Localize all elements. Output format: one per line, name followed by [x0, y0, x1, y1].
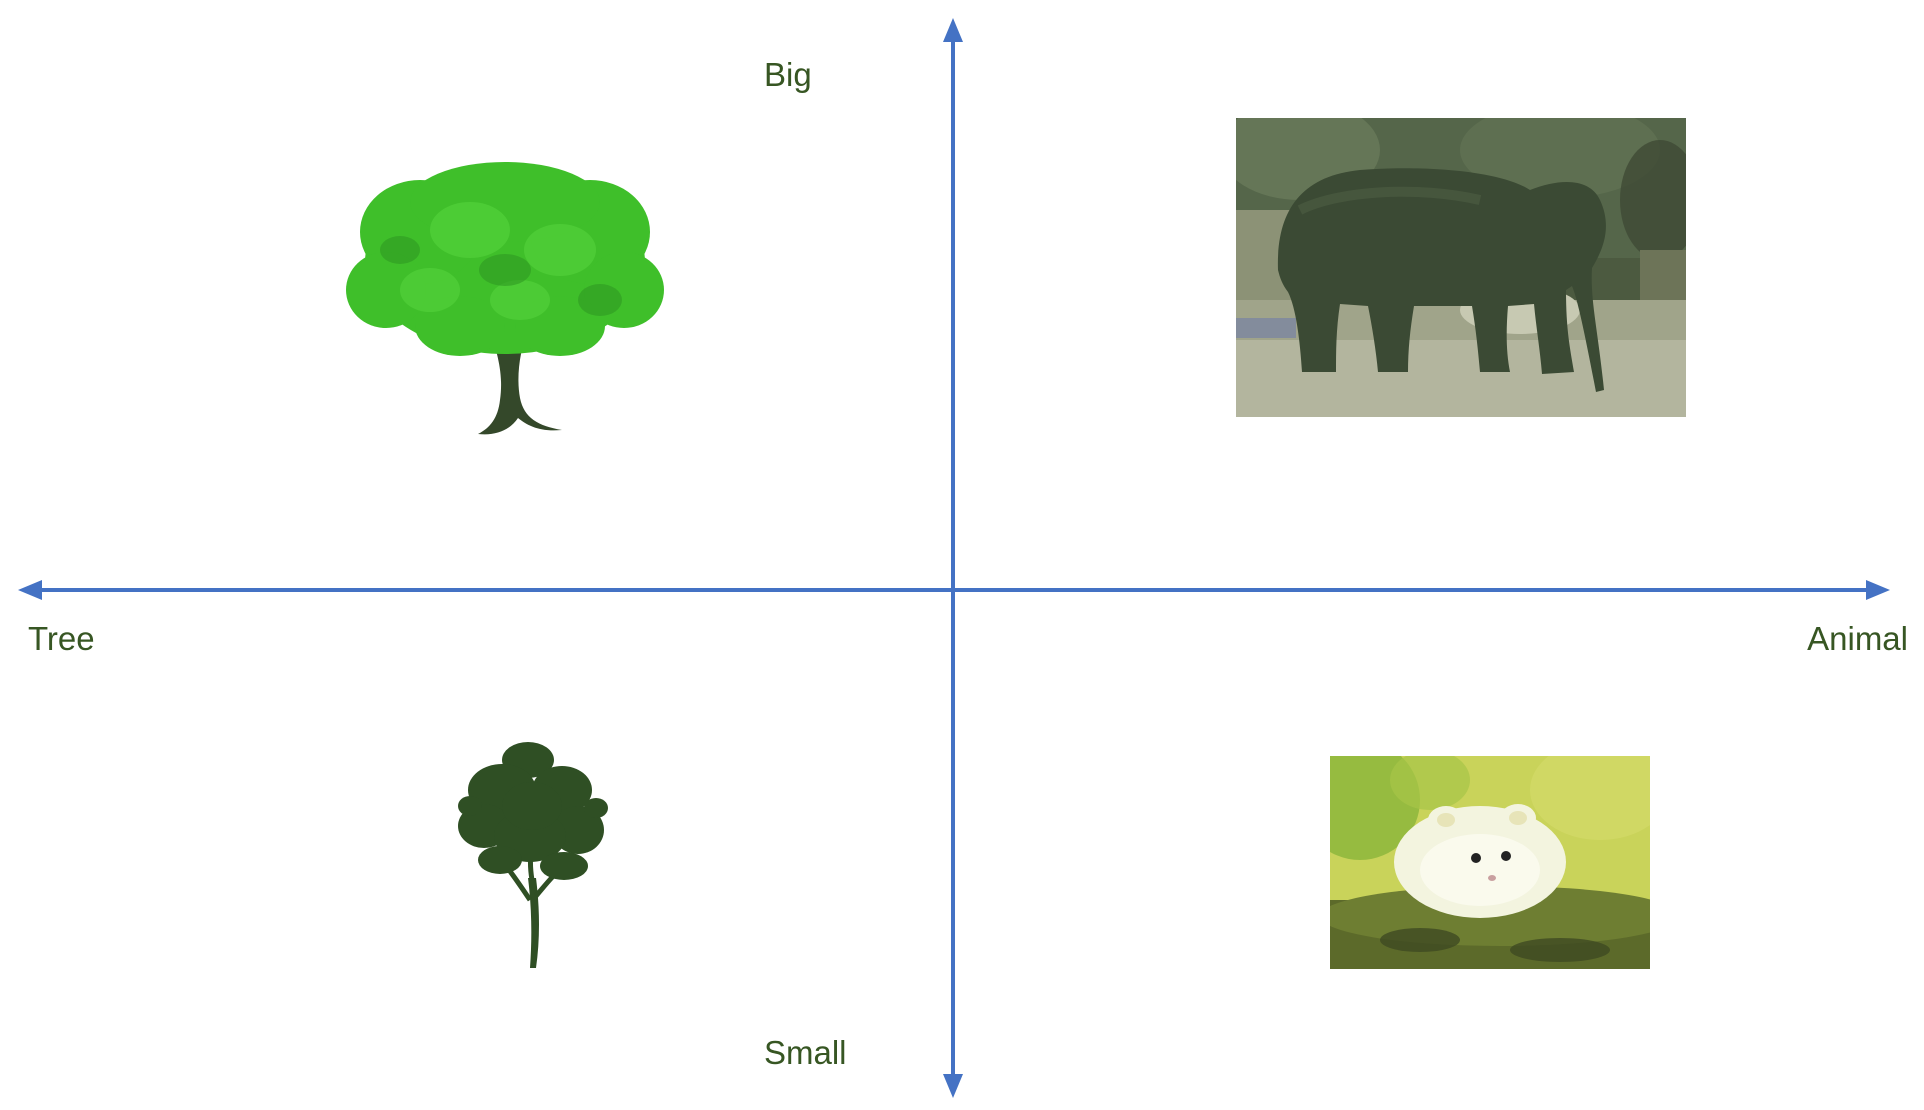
horizontal-axis: [18, 580, 1890, 600]
vertical-axis-up-arrowhead: [943, 18, 963, 42]
horizontal-axis-right-arrowhead: [1866, 580, 1890, 600]
axis-label-big: Big: [764, 56, 812, 93]
axis-label-small: Small: [764, 1034, 847, 1071]
axis-label-tree: Tree: [28, 620, 95, 657]
horizontal-axis-left-arrowhead: [18, 580, 42, 600]
small-tree-illustration: [458, 742, 608, 968]
hamster-photo: [1330, 756, 1650, 969]
axis-label-animal: Animal: [1807, 620, 1908, 657]
vertical-axis: [943, 18, 963, 1098]
big-tree-illustration: [346, 162, 664, 435]
elephant-photo: [1236, 118, 1686, 417]
vertical-axis-down-arrowhead: [943, 1074, 963, 1098]
